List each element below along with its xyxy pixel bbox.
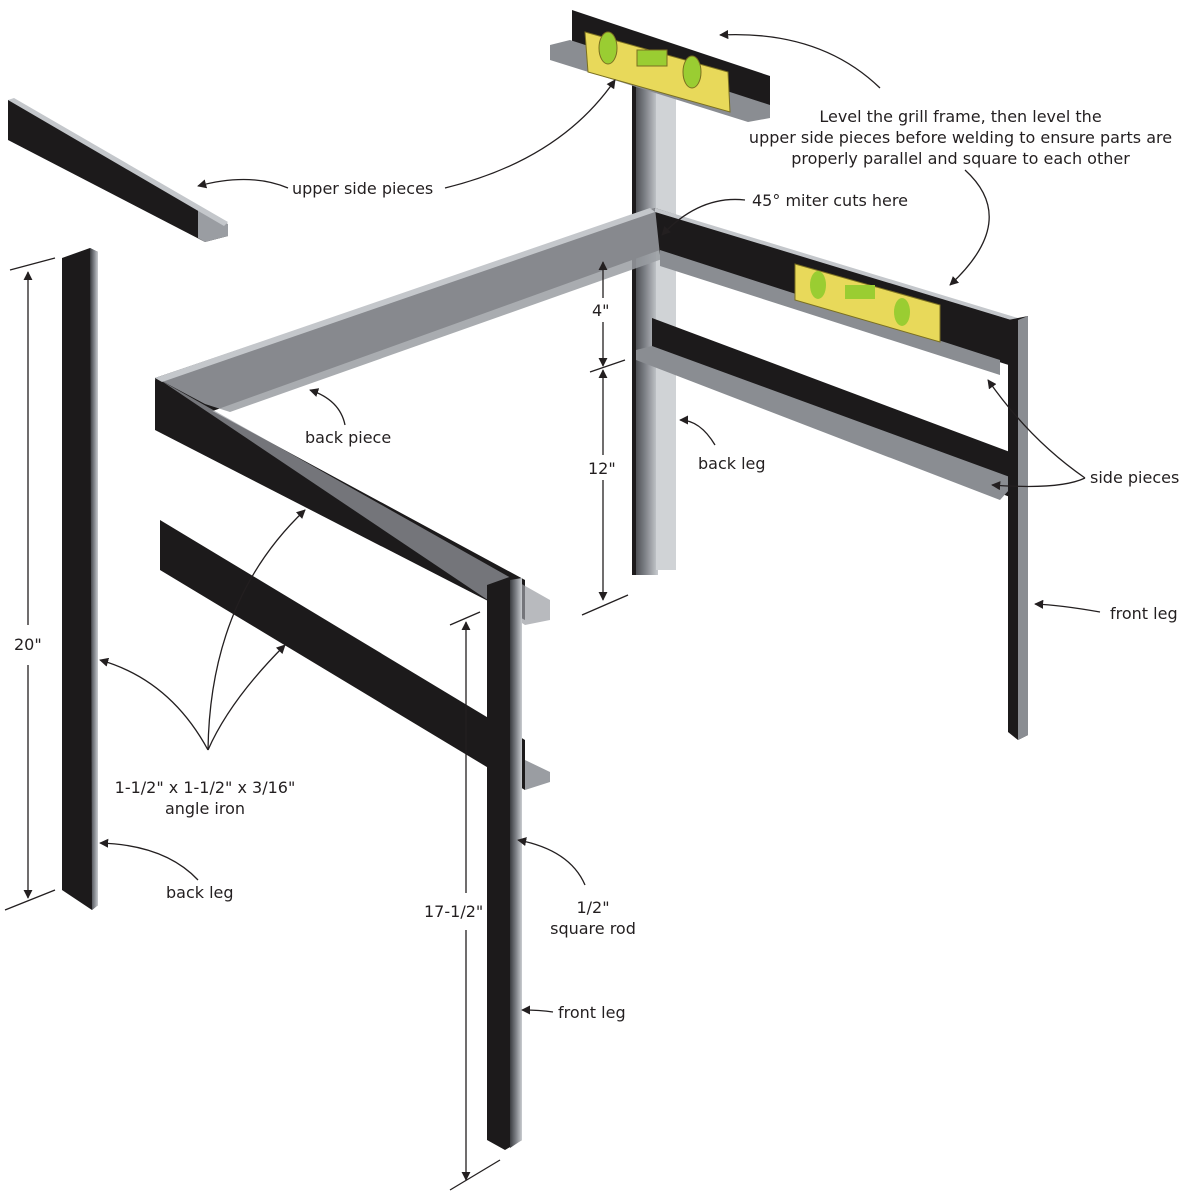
back-leg-label-left: back leg [166,883,234,902]
upper-side-pieces-label: upper side pieces [292,179,434,198]
front-leg-center [487,575,522,1150]
square-rod-label: 1/2" square rod [543,897,643,939]
leader-arrows [99,30,1101,1015]
front-leg-right [1008,316,1028,740]
dimension-20in-label: 20" [14,635,42,654]
angle-iron-text: angle iron [164,799,246,818]
right-upper-rail [655,208,1018,375]
side-pieces-label: side pieces [1090,468,1180,487]
dimension-4in-12in [581,261,629,616]
level-instruction-note: Level the grill frame, then level the up… [723,106,1198,169]
note-line-1: Level the grill frame, then level the [819,107,1102,126]
upper-side-piece-detached [8,98,228,242]
note-line-2: upper side pieces before welding to ensu… [748,128,1173,147]
right-side-piece [636,318,1018,500]
dimension-4in-label: 4" [592,301,610,320]
dimension-17-5in-label: 17-1/2" [424,902,484,921]
square-rod-size: 1/2" [576,898,610,917]
angle-iron-label: 1-1/2" x 1-1/2" x 3/16" angle iron [105,777,305,819]
front-leg-label-right: front leg [1110,604,1178,623]
back-leg-label-right: back leg [698,454,766,473]
back-piece-label: back piece [305,428,392,447]
dimension-12in-label: 12" [588,459,616,478]
dimension-17-5in [449,611,501,1191]
back-leg-left [62,248,98,910]
angle-iron-size: 1-1/2" x 1-1/2" x 3/16" [114,778,296,797]
front-leg-label-bottom: front leg [558,1003,626,1022]
miter-label: 45° miter cuts here [752,191,908,210]
note-line-3: properly parallel and square to each oth… [791,149,1130,168]
top-bracket-with-level [550,10,770,122]
left-side-rail [155,380,550,625]
dimension-20in [4,257,56,911]
left-side-piece [160,520,550,790]
back-piece [155,208,665,430]
square-rod-text: square rod [550,919,636,938]
